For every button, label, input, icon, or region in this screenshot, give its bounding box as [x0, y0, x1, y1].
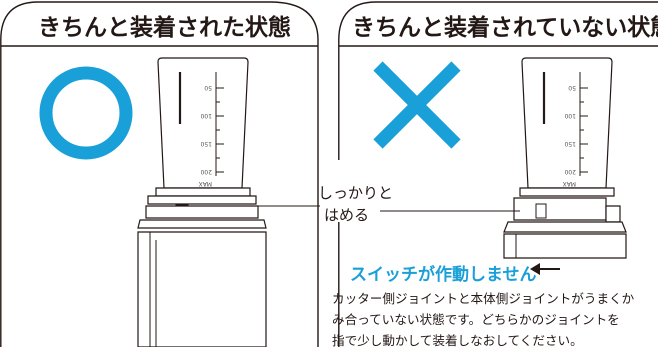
scale-max-label: MAX	[199, 180, 212, 187]
callout-line-2: はめる	[324, 206, 370, 224]
arrow-left-icon	[530, 263, 560, 275]
base-body	[503, 233, 627, 259]
scale-max-label: MAX	[563, 180, 576, 187]
panel-frame	[0, 1, 319, 347]
correct-state-panel: 50 100 150 200 MAX きちんと装着された状態	[0, 0, 320, 347]
base-body	[137, 231, 267, 347]
scale-100-label: 100	[200, 112, 212, 119]
scale-50-label: 50	[568, 84, 576, 91]
joint-assembly	[137, 187, 267, 229]
callout-line-right	[380, 210, 520, 212]
incorrect-state-panel: 50 100 150 200 MAX きちんと装着されていない状態	[338, 0, 658, 347]
warning-title: スイッチが作動しません	[350, 265, 537, 285]
scale-200-label: 200	[564, 168, 576, 175]
incorrect-state-title: きちんと装着されていない状態	[352, 15, 658, 41]
ok-circle-icon	[39, 66, 133, 160]
cup: 50 100 150 200 MAX	[521, 57, 613, 189]
joint-assembly	[503, 187, 627, 233]
callout-line-1: しっかりと	[318, 184, 394, 202]
warning-description: カッター側ジョイントと本体側ジョイントがうまくか み合っていない状態です。どちら…	[332, 288, 658, 351]
incorrect-state-illustration: 50 100 150 200 MAX	[338, 1, 658, 347]
warning-line-3: 指で少し動かして装着しなおしてください。	[332, 333, 583, 348]
correct-state-title: きちんと装着された状態	[38, 15, 291, 41]
callout-label: しっかりと はめる	[318, 182, 393, 226]
scale-150-label: 150	[564, 140, 576, 147]
scale-50-label: 50	[204, 84, 212, 91]
scale-100-label: 100	[564, 112, 576, 119]
panel-frame	[338, 1, 658, 347]
warning-line-2: み合っていない状態です。どちらかのジョイントを	[332, 312, 620, 327]
cup: 50 100 150 200 MAX	[157, 57, 249, 189]
scale-150-label: 150	[200, 140, 212, 147]
warning-line-1: カッター側ジョイントと本体側ジョイントがうまくか	[332, 291, 635, 306]
scale-200-label: 200	[200, 168, 212, 175]
ng-cross-icon	[373, 61, 461, 149]
correct-state-illustration: 50 100 150 200 MAX	[0, 1, 320, 347]
